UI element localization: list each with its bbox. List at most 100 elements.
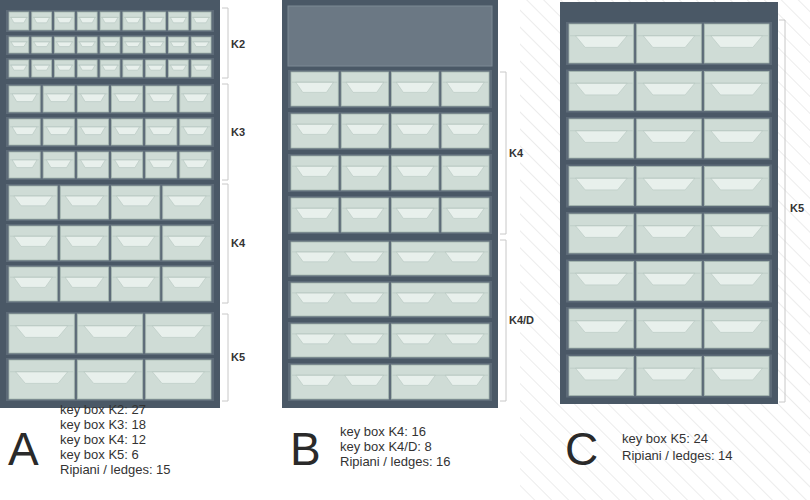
box-edge	[638, 273, 701, 274]
box-edge	[164, 195, 210, 196]
box-front	[643, 36, 695, 48]
box-edge	[10, 65, 28, 66]
box-front	[396, 293, 435, 303]
box-edge	[56, 65, 74, 66]
box-edge	[169, 17, 187, 18]
box-front	[152, 372, 204, 384]
box-front	[168, 196, 207, 206]
key-box	[32, 60, 52, 77]
box-edge	[164, 277, 210, 278]
box-front	[296, 252, 335, 262]
box-edge	[292, 251, 388, 252]
box-edge	[705, 320, 768, 321]
key-box	[637, 262, 702, 301]
bracket	[222, 8, 228, 78]
box-front	[14, 196, 53, 206]
key-box	[341, 198, 388, 232]
key-box	[9, 86, 40, 112]
shelf-row	[566, 165, 772, 208]
key-box	[168, 37, 188, 53]
key-box	[168, 12, 188, 30]
box-front	[12, 160, 37, 168]
key-box	[77, 60, 97, 77]
key-box	[637, 72, 702, 111]
box-edge	[147, 325, 210, 326]
box-front	[396, 252, 435, 262]
key-box	[704, 309, 769, 348]
bracket	[222, 184, 228, 303]
box-front	[16, 326, 68, 338]
shelf-row	[288, 70, 492, 108]
key-box	[9, 12, 29, 30]
key-box	[100, 12, 120, 30]
shelf-row	[566, 212, 772, 255]
box-front	[65, 277, 104, 287]
key-box	[100, 60, 120, 77]
key-box	[180, 119, 211, 145]
spec-line: key box K3: 18	[60, 418, 146, 432]
box-front	[193, 17, 209, 22]
box-edge	[78, 41, 96, 42]
box-edge	[147, 41, 165, 42]
key-box	[191, 37, 211, 53]
key-box	[146, 86, 177, 112]
key-box	[77, 314, 142, 353]
bracket	[779, 20, 785, 402]
spec-line: key box K4: 12	[60, 433, 146, 447]
box-front	[57, 17, 73, 22]
box-edge	[638, 320, 701, 321]
cabinet-frame	[282, 0, 498, 408]
shelf-row	[6, 35, 214, 55]
key-box	[291, 283, 389, 316]
box-edge	[342, 208, 387, 209]
spec-line: Ripiani / ledges: 14	[622, 449, 733, 463]
shelf-row	[288, 281, 492, 318]
box-edge	[124, 41, 142, 42]
box-front	[149, 127, 174, 135]
box-edge	[101, 17, 119, 18]
box-edge	[61, 236, 107, 237]
box-front	[46, 127, 71, 135]
box-edge	[33, 17, 51, 18]
box-edge	[78, 325, 141, 326]
box-front	[57, 42, 73, 47]
shelf-row	[288, 363, 492, 401]
box-edge	[44, 159, 73, 160]
box-edge	[147, 17, 165, 18]
box-front	[396, 166, 434, 176]
key-box	[569, 262, 634, 301]
key-box	[442, 156, 489, 190]
box-front	[575, 321, 627, 333]
bracket-label: K4	[231, 237, 245, 249]
key-box	[569, 309, 634, 348]
key-box	[291, 242, 389, 275]
box-edge	[10, 371, 73, 372]
box-edge	[570, 178, 633, 179]
box-front	[446, 166, 484, 176]
box-front	[102, 42, 118, 47]
box-edge	[124, 65, 142, 66]
box-front	[396, 82, 434, 92]
box-front	[711, 321, 763, 333]
box-edge	[113, 236, 159, 237]
box-front	[346, 166, 384, 176]
box-edge	[78, 159, 107, 160]
box-edge	[570, 225, 633, 226]
key-box	[637, 309, 702, 348]
box-front	[148, 17, 164, 22]
box-front	[575, 131, 627, 143]
box-front	[170, 65, 186, 70]
box-front	[102, 17, 118, 22]
shelf-row	[566, 355, 772, 398]
box-front	[711, 36, 763, 48]
key-box	[55, 37, 75, 53]
box-edge	[10, 17, 28, 18]
spec-line: key box K5: 6	[60, 448, 139, 462]
box-front	[575, 368, 627, 380]
box-edge	[78, 126, 107, 127]
key-box	[704, 262, 769, 301]
box-front	[296, 293, 335, 303]
bracket	[500, 240, 506, 401]
box-front	[711, 226, 763, 238]
key-box	[112, 226, 160, 260]
